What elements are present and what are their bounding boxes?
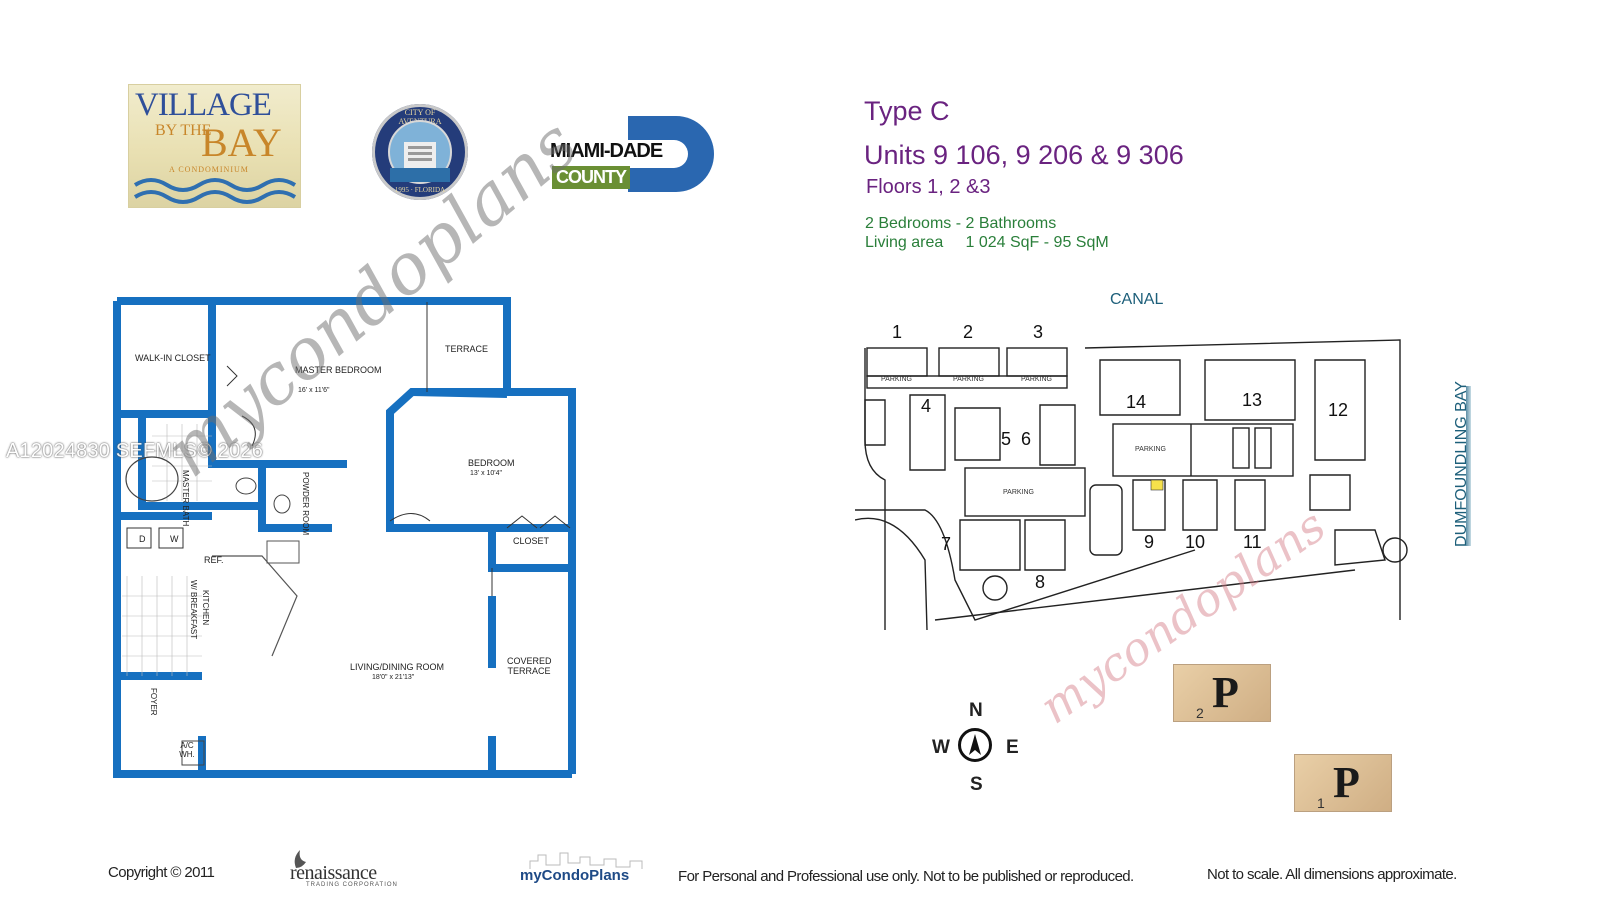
building-number: 5 bbox=[1001, 429, 1011, 449]
parking-label: PARKING bbox=[1135, 446, 1166, 453]
bay-label-wrap: DUMFOUNDLING BAY bbox=[1440, 375, 1470, 555]
usage-note: For Personal and Professional use only. … bbox=[678, 868, 1134, 885]
parking-tag-number: 1 bbox=[1317, 795, 1325, 811]
unit-type: Type C bbox=[864, 96, 950, 126]
canal-label: CANAL bbox=[1110, 291, 1164, 308]
room-label-covered-terrace: COVERED TERRACE bbox=[507, 656, 552, 676]
parking-tag-2: P 2 bbox=[1173, 664, 1271, 722]
renaissance-sub: TRADING CORPORATION bbox=[306, 882, 398, 888]
bay-shoreline bbox=[1466, 386, 1471, 546]
parking-label: PARKING bbox=[1021, 376, 1052, 383]
mycondoplans-text: myCondoPlans bbox=[520, 867, 630, 884]
compass-icon bbox=[958, 728, 992, 762]
city-of-aventura-seal: CITY OF AVENTURA 1995 · FLORIDA bbox=[372, 104, 468, 200]
village-by-the-bay-logo: VILLAGE BY THE BAY A CONDOMINIUM bbox=[128, 84, 301, 208]
building-number: 12 bbox=[1328, 400, 1348, 420]
parking-label: PARKING bbox=[881, 376, 912, 383]
building-number: 11 bbox=[1243, 532, 1262, 552]
room-label-master-bath: MASTER BATH bbox=[181, 470, 190, 527]
building-number: 10 bbox=[1185, 532, 1205, 552]
mycondoplans-logo: myCondoPlans bbox=[520, 851, 654, 885]
room-label-terrace: TERRACE bbox=[445, 344, 489, 354]
room-label-ac: A/C WH. bbox=[179, 741, 195, 759]
building-number: 7 bbox=[941, 534, 951, 554]
highlighted-unit bbox=[1150, 479, 1164, 491]
building-number: 1 bbox=[892, 322, 902, 342]
building-number: 2 bbox=[963, 322, 973, 342]
parking-tag-letter: P bbox=[1212, 668, 1239, 717]
room-dim-bedroom: 13' x 10'4" bbox=[470, 470, 503, 477]
parking-tag-1: P 1 bbox=[1294, 754, 1392, 812]
logo-text: BAY bbox=[201, 120, 282, 165]
parking-label: PARKING bbox=[1003, 489, 1034, 496]
building-number: 13 bbox=[1242, 390, 1262, 410]
unit-numbers: Units 9 106, 9 206 & 9 306 bbox=[864, 140, 1184, 170]
logo-text: COUNTY bbox=[552, 166, 630, 189]
seal-building-icon bbox=[388, 120, 452, 184]
room-label-closet: CLOSET bbox=[513, 536, 550, 546]
renaissance-logo: renaissance TRADING CORPORATION bbox=[290, 848, 420, 888]
parking-tag-letter: P bbox=[1333, 758, 1360, 807]
compass-south: S bbox=[970, 774, 983, 795]
room-dim-master: 16' x 11'6" bbox=[298, 387, 330, 394]
room-label-master-bedroom: MASTER BEDROOM bbox=[295, 365, 382, 375]
room-label-foyer: FOYER bbox=[149, 688, 158, 716]
room-label-breakfast: W/ BREAKFAST bbox=[189, 580, 198, 640]
building-number: 4 bbox=[921, 396, 931, 416]
compass-west: W bbox=[932, 737, 950, 758]
building-number: 9 bbox=[1144, 532, 1154, 552]
room-label-living-dining: LIVING/DINING ROOM bbox=[350, 662, 445, 672]
logo-text: MIAMI-DADE bbox=[550, 140, 667, 163]
unit-floors: Floors 1, 2 &3 bbox=[866, 176, 991, 198]
logo-text: VILLAGE bbox=[135, 87, 272, 123]
waves-icon bbox=[133, 178, 297, 204]
room-label-bedroom: BEDROOM bbox=[468, 458, 515, 468]
parking-tag-number: 2 bbox=[1196, 705, 1204, 721]
floor-plan bbox=[113, 297, 576, 778]
room-label-ref: REF. bbox=[204, 555, 224, 565]
logo-text: BY THE bbox=[155, 122, 212, 139]
listing-watermark: A12024830 SEFMLS© 2026 bbox=[6, 440, 264, 462]
site-plan: PARKING PARKING PARKING PARKING PARKING … bbox=[855, 322, 1408, 631]
copyright: Copyright © 2011 bbox=[108, 864, 215, 881]
building-number: 3 bbox=[1033, 322, 1043, 342]
building-number: 14 bbox=[1126, 392, 1146, 412]
room-label-kitchen: KITCHEN bbox=[201, 590, 210, 626]
parking-label: PARKING bbox=[953, 376, 984, 383]
unit-bedrooms: 2 Bedrooms - 2 Bathrooms bbox=[865, 215, 1057, 232]
compass-east: E bbox=[1006, 737, 1019, 758]
building-number: 6 bbox=[1021, 429, 1031, 449]
seal-text: 1995 · FLORIDA bbox=[394, 186, 446, 194]
skyline-icon bbox=[529, 852, 643, 869]
renaissance-text: renaissance bbox=[290, 862, 377, 884]
miami-dade-logo: MIAMI-DADE COUNTY bbox=[550, 116, 715, 192]
logo-text: A CONDOMINIUM bbox=[169, 165, 249, 174]
appliance-washer-label: W bbox=[170, 534, 179, 544]
compass-north: N bbox=[969, 700, 983, 721]
appliance-dryer-label: D bbox=[139, 534, 146, 544]
room-label-walk-in-closet: WALK-IN CLOSET bbox=[135, 353, 211, 363]
room-dim-living: 18'0" x 21'13" bbox=[372, 674, 415, 681]
renaissance-flame-icon bbox=[294, 850, 306, 868]
unit-living-area: Living area 1 024 SqF - 95 SqM bbox=[865, 234, 1109, 251]
scale-note: Not to scale. All dimensions approximate… bbox=[1207, 866, 1457, 883]
building-number: 8 bbox=[1035, 572, 1045, 592]
room-label-powder-room: POWDER ROOM bbox=[301, 472, 310, 536]
